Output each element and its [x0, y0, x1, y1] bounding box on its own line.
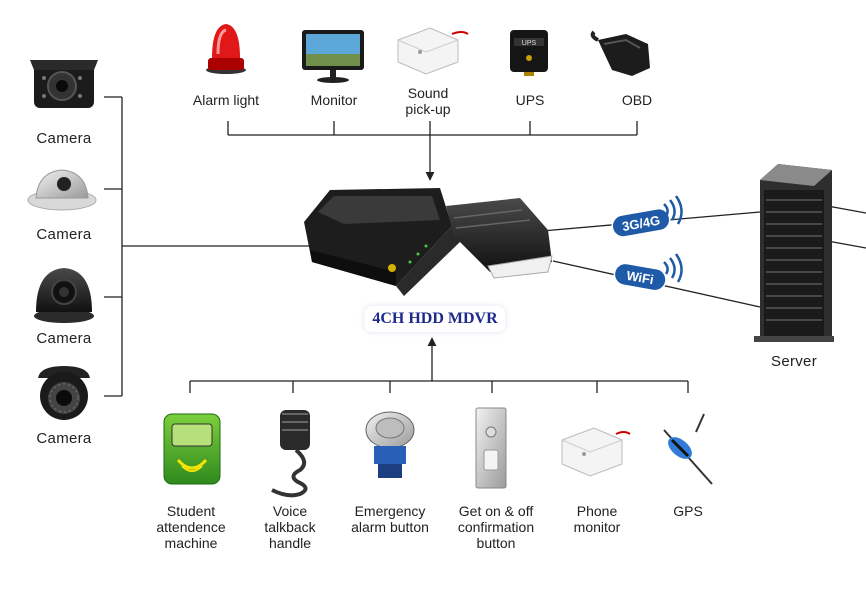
label-monitor: Monitor: [310, 92, 358, 108]
sound-pickup-icon: [397, 27, 469, 75]
wifi-link-badge: WiFi: [613, 262, 667, 292]
student-attendance-machine-icon: [163, 413, 221, 485]
server-rack-icon: [754, 164, 834, 342]
label-sound-pickup: Sound pick-up: [405, 85, 451, 117]
wifi-waves-icon: [663, 253, 683, 283]
label-ups: UPS: [515, 92, 545, 108]
emergency-alarm-button-icon: [365, 411, 415, 478]
obd-connector-icon: [590, 30, 650, 76]
mdvr-device-icon: [304, 188, 553, 296]
label-student-attendance: Student attendence machine: [156, 503, 226, 551]
camera-icon: [30, 60, 98, 108]
camera-icon: [34, 268, 94, 323]
svg-text:UPS: UPS: [522, 40, 537, 47]
monitor-icon: [302, 30, 364, 83]
label-emergency-alarm: Emergency alarm button: [351, 503, 429, 535]
label-server: Server: [771, 353, 817, 370]
label-camera-1: Camera: [36, 130, 92, 147]
wifi-waves-icon: [663, 195, 683, 225]
connector-lines: [104, 96, 866, 397]
ups-icon: UPS: [510, 30, 548, 76]
voice-talkback-handle-icon: [271, 410, 310, 498]
label-camera-2: Camera: [36, 226, 92, 243]
alarm-light-icon: [206, 24, 246, 74]
label-camera-4: Camera: [36, 430, 92, 447]
gps-antenna-icon: [663, 413, 713, 485]
cellular-link-label: 3G/4G: [621, 213, 661, 234]
mdvr-title: 4CH HDD MDVR: [364, 306, 506, 332]
camera-icon: [38, 366, 90, 420]
label-voice-talkback: Voice talkback handle: [264, 503, 316, 551]
label-gps: GPS: [673, 503, 703, 519]
label-alarm-light: Alarm light: [192, 92, 260, 108]
label-phone-monitor: Phone monitor: [573, 503, 621, 535]
label-camera-3: Camera: [36, 330, 92, 347]
label-obd: OBD: [621, 92, 653, 108]
get-on-off-confirmation-button-icon: [475, 407, 507, 489]
wifi-link-label: WiFi: [625, 268, 655, 288]
cellular-link-badge: 3G/4G: [611, 207, 671, 238]
phone-monitor-icon: [561, 427, 631, 477]
camera-icon: [27, 169, 97, 211]
label-get-on-off: Get on & off confirmation button: [457, 503, 535, 551]
